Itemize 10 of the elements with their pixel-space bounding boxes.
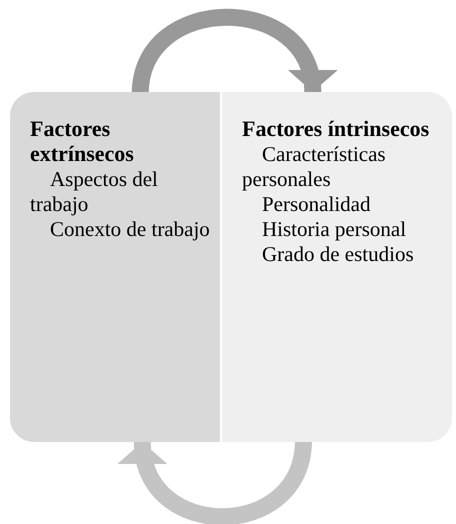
list-item: Conexto de trabajo: [49, 217, 210, 242]
list-item: Personalidad: [261, 192, 372, 217]
panel: [220, 92, 452, 442]
list-item: Aspectos del trabajo: [30, 167, 159, 217]
list-item: Historia personal: [261, 217, 408, 242]
list-item: Características personales: [242, 142, 387, 192]
list-item: Grado de estudios: [261, 242, 415, 267]
panel-heading: Factores extrínsecos: [30, 116, 135, 166]
panel-heading: Factores íntrinsecos: [242, 116, 430, 141]
panel: [10, 92, 220, 442]
